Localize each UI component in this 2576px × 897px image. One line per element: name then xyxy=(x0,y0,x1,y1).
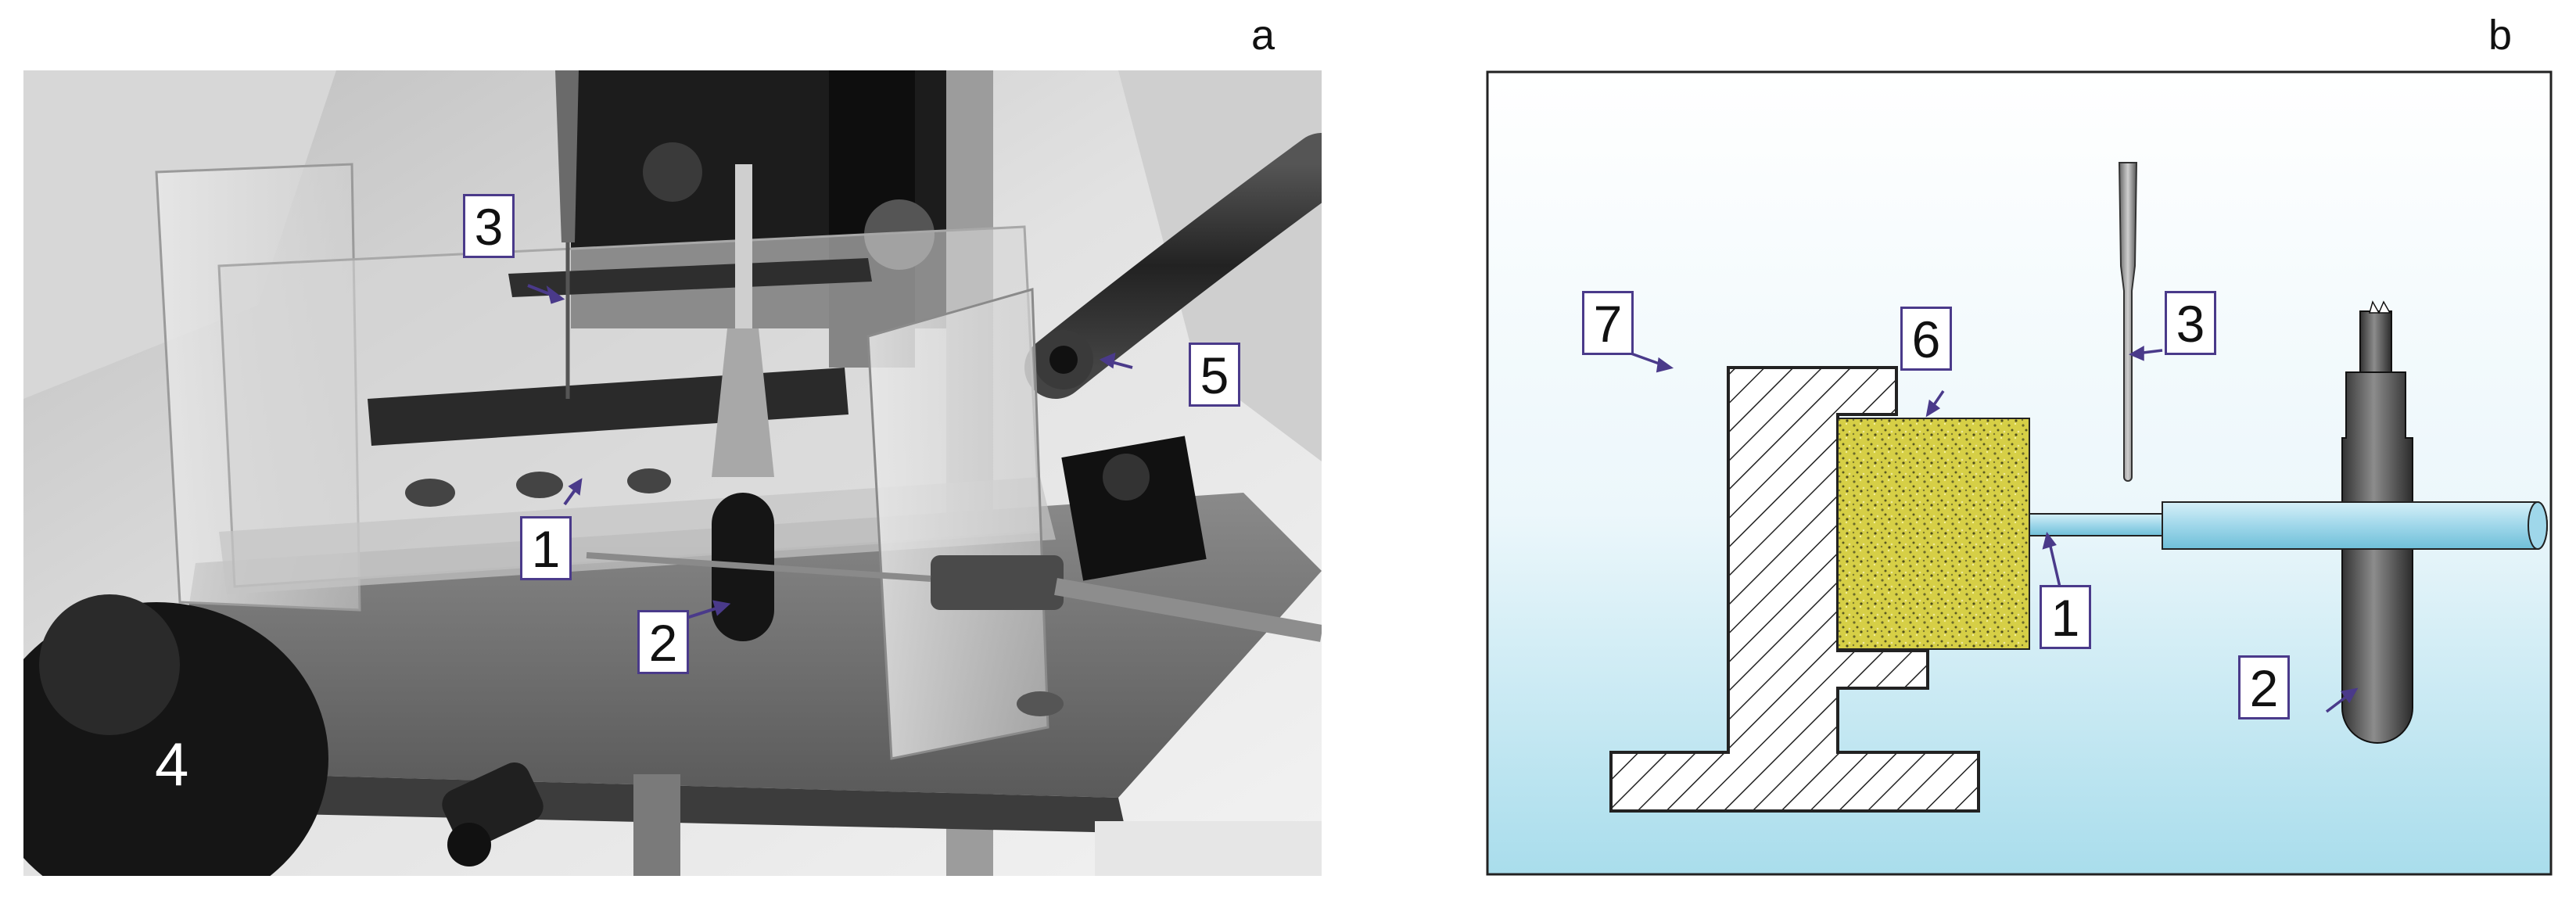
photo-label-1: 1 xyxy=(520,516,572,580)
photo-label-4: 4 xyxy=(155,730,189,798)
drawing-label-6: 6 xyxy=(1900,307,1952,371)
photo-label-3: 3 xyxy=(463,194,515,258)
drawing-label-7: 7 xyxy=(1582,291,1634,355)
drawing-label-2: 2 xyxy=(2238,655,2290,719)
photo-label-2: 2 xyxy=(637,610,689,674)
panel-letter-a: a xyxy=(1251,12,1275,59)
drawing-label-3: 3 xyxy=(2165,291,2216,355)
drawing-label-1: 1 xyxy=(2040,585,2091,649)
photo-label-5: 5 xyxy=(1189,343,1240,407)
apparatus-schematic xyxy=(1486,70,2553,876)
apparatus-photo xyxy=(23,70,1322,876)
panel-letter-b: b xyxy=(2488,12,2513,59)
